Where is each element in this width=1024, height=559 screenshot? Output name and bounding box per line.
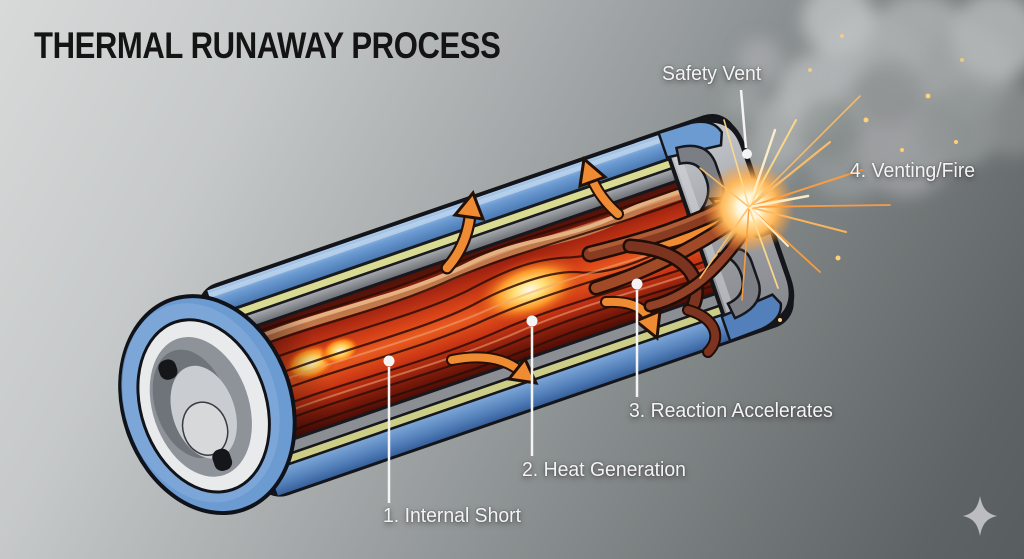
spark-dot	[835, 255, 841, 261]
spark-dot	[808, 68, 812, 72]
spark-dot	[900, 148, 904, 152]
jelly-roll-layers	[227, 167, 757, 448]
wavy-line	[256, 250, 751, 425]
spark-line	[747, 140, 832, 209]
electrode-band-top	[219, 154, 721, 336]
flame-ribbon	[684, 306, 720, 356]
heat-arrow-up-2	[578, 156, 624, 220]
label-step-4-venting-fire: 4. Venting/Fire	[850, 160, 976, 182]
heat-arrow-down-1	[446, 351, 539, 385]
arrow-head	[578, 156, 608, 189]
smoke-puff	[952, 0, 1024, 80]
arrow-head	[633, 308, 662, 341]
tan-streak-highlight	[230, 173, 725, 351]
band-divider	[268, 298, 768, 472]
label-step-2-heat-generation: 2. Heat Generation	[522, 459, 686, 481]
spark-dot	[863, 117, 869, 123]
flame-ribbon	[625, 241, 702, 309]
spark-embers	[778, 34, 964, 322]
leader-step-1	[383, 355, 395, 503]
smoke-puff	[918, 88, 998, 168]
leader-dot	[631, 278, 643, 290]
spark-line	[747, 128, 777, 209]
spark-line	[748, 204, 891, 208]
terminal-notch	[158, 359, 178, 380]
cap-crimp-bottom	[720, 293, 783, 343]
leader-line	[739, 89, 748, 149]
leader-safety-vent	[739, 89, 752, 159]
arrow-head	[506, 356, 539, 385]
spark-line	[747, 194, 810, 209]
callout-leaders	[383, 89, 752, 503]
sparkle-icon	[963, 496, 997, 536]
spark-line	[748, 95, 861, 208]
spark-dot	[954, 140, 958, 144]
heat-arrow-down-2	[600, 295, 662, 341]
leader-dot	[526, 315, 538, 327]
cap-crimp-top	[656, 120, 724, 159]
negative-end-cap	[118, 294, 297, 516]
arrow-head	[452, 190, 486, 221]
label-safety-vent: Safety Vent	[662, 63, 762, 85]
battery-body	[118, 113, 795, 516]
spark-dot	[778, 318, 782, 322]
spark-dot	[960, 58, 964, 62]
terminal-notch	[212, 448, 233, 471]
spark-line	[723, 119, 750, 208]
spark-line	[699, 167, 750, 208]
wavy-line	[259, 258, 754, 432]
page-title: THERMAL RUNAWAY PROCESS	[34, 25, 501, 66]
spark-line	[748, 119, 797, 208]
label-step-1-internal-short: 1. Internal Short	[383, 505, 522, 527]
leader-step-2	[526, 315, 538, 456]
label-step-3-reaction-accelerates: 3. Reaction Accelerates	[629, 400, 833, 422]
spark-line	[748, 169, 863, 208]
vent-fire	[699, 34, 964, 322]
spark-line	[748, 206, 847, 233]
smoke-shadow-puff	[856, 58, 924, 126]
smoke-puff	[976, 84, 1024, 156]
spark-line	[699, 206, 750, 279]
heat-arrow-up-1	[440, 190, 486, 275]
spark-dot	[840, 34, 844, 38]
spark-line	[748, 206, 789, 247]
smoke-puff	[802, 0, 874, 56]
spark-dot	[925, 93, 931, 99]
band-divider	[222, 164, 722, 339]
smoke-puff	[738, 38, 782, 82]
spark-line	[748, 206, 779, 289]
leader-step-3	[631, 278, 643, 397]
smoke-shadow-puff	[798, 100, 858, 160]
spark-line	[741, 206, 750, 301]
leader-dot	[383, 355, 395, 367]
arrow-stem	[448, 353, 520, 372]
spark-burst	[699, 95, 891, 301]
casing-band-bottom	[269, 300, 776, 496]
leader-dot	[742, 149, 752, 159]
